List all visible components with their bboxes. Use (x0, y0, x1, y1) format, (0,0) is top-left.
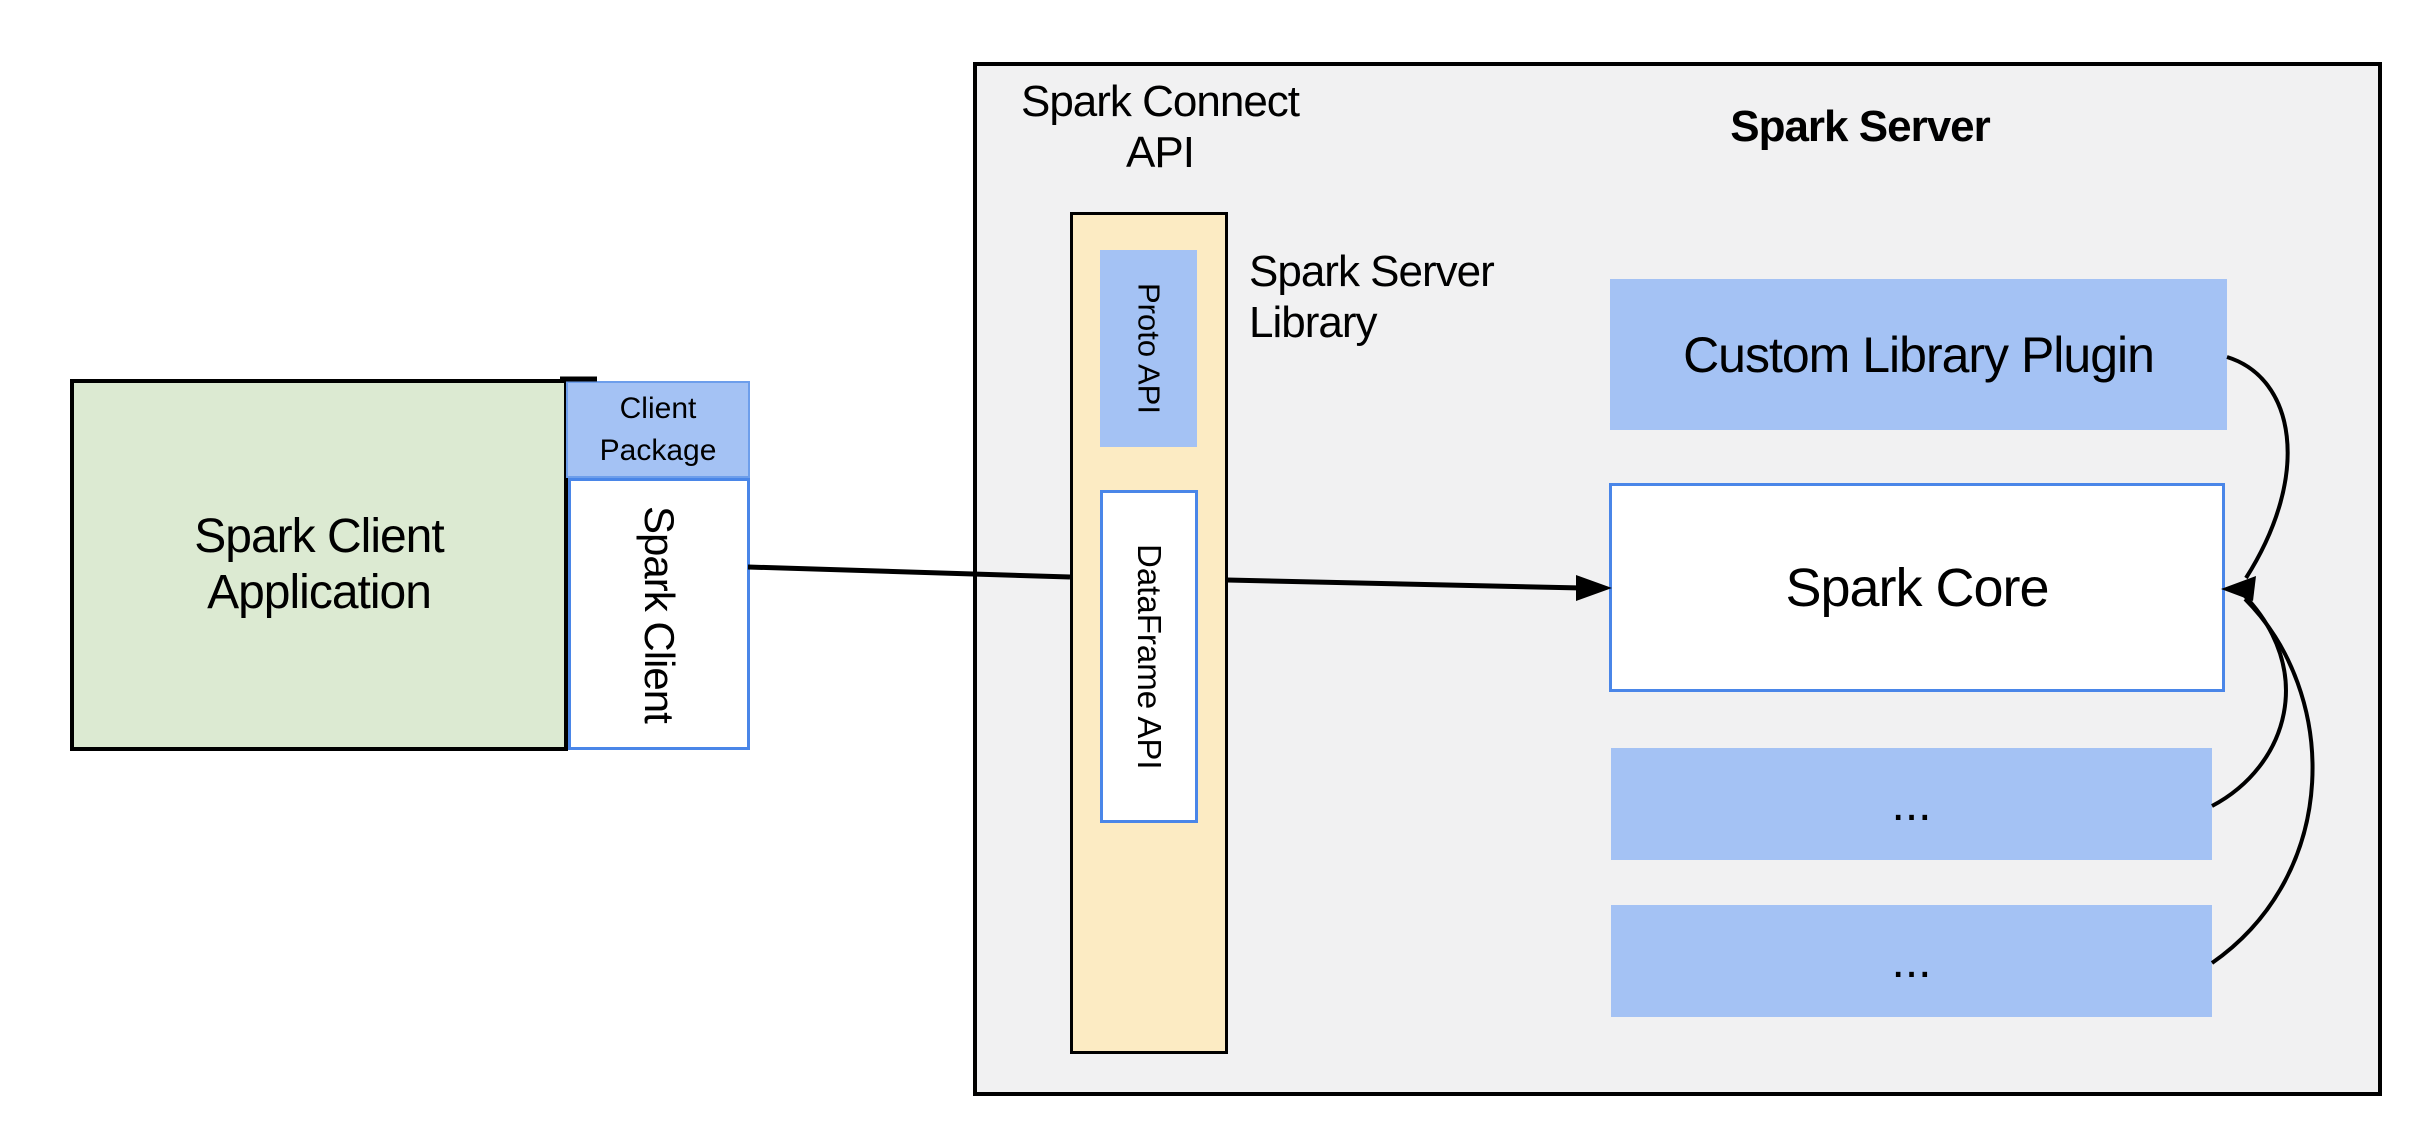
more-plugins-box-2: ... (1611, 905, 2212, 1017)
more-plugins-label-1: ... (1891, 777, 1932, 831)
more-plugins-label-2: ... (1891, 934, 1932, 988)
dataframe-api-label: DataFrame API (1131, 543, 1168, 770)
spark-core-box: Spark Core (1609, 483, 2225, 692)
spark-client-application-box: Spark Client Application (70, 379, 568, 751)
client-package-box: Client Package (566, 381, 750, 478)
proto-api-label: Proto API (1131, 283, 1167, 414)
spark-server-title: Spark Server (1730, 102, 1991, 151)
more-plugins-box-1: ... (1611, 748, 2212, 860)
proto-api-box: Proto API (1100, 250, 1197, 447)
spark-client-label: Spark Client (636, 505, 683, 723)
spark-client-box: Spark Client (568, 478, 750, 750)
custom-library-plugin-box: Custom Library Plugin (1610, 279, 2227, 430)
spark-connect-api-title: Spark Connect API (1020, 77, 1300, 178)
spark-core-label: Spark Core (1785, 557, 2049, 618)
dataframe-api-box: DataFrame API (1100, 490, 1198, 823)
spark-server-library-label: Spark Server Library (1249, 247, 1495, 348)
custom-library-plugin-label: Custom Library Plugin (1683, 326, 2155, 383)
